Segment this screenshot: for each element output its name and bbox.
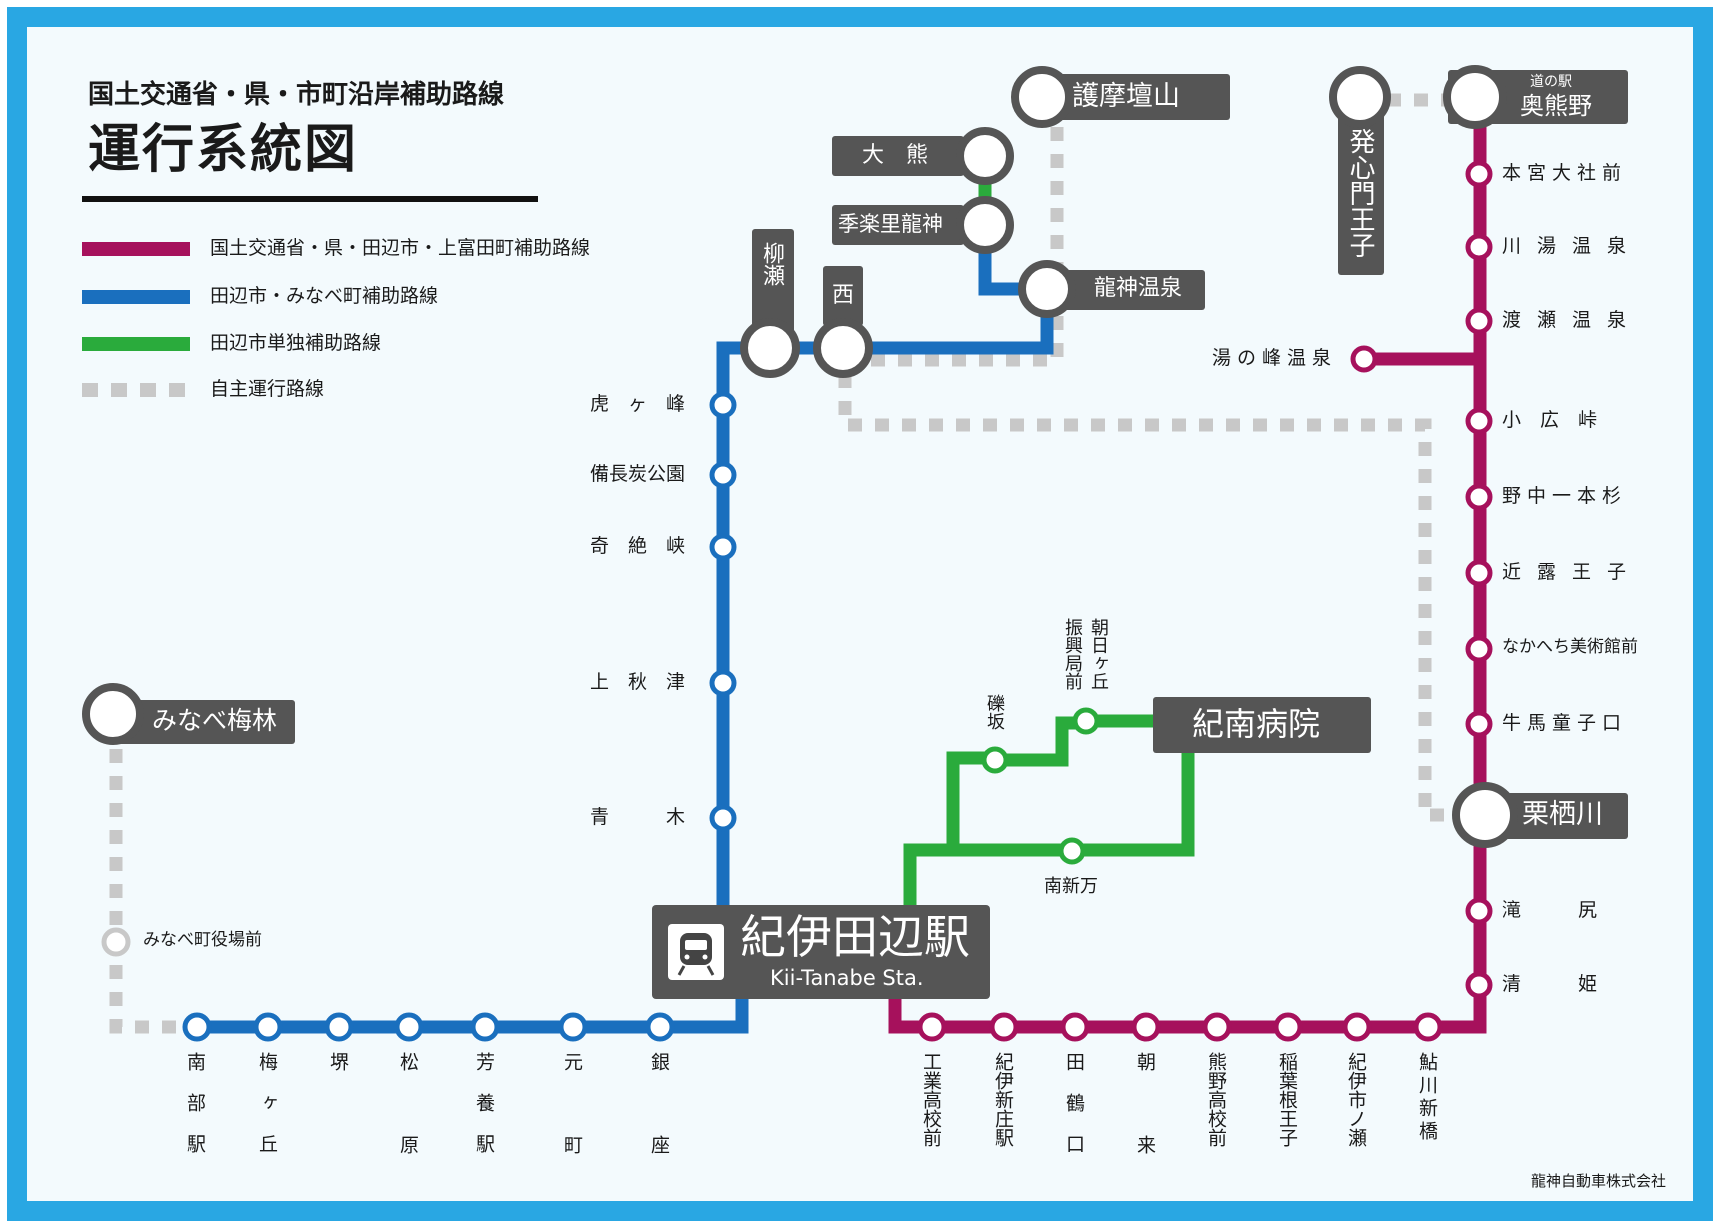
map-title: 運行系統図 xyxy=(88,120,359,180)
stop-binchotan-koen: 備長炭公園 xyxy=(590,463,686,485)
terminal-michinoeki-label: 道の駅 xyxy=(1530,74,1572,90)
terminal-okukumano-label: 奥熊野 xyxy=(1520,92,1592,120)
stop-ginza: 銀座 xyxy=(648,1052,670,1218)
stop-umegaoka: 梅ヶ丘 xyxy=(256,1052,278,1175)
stop-kii-ichinose: 紀伊市ノ瀬 xyxy=(1345,1052,1367,1147)
gray-route-minabe xyxy=(109,722,182,1034)
blue-route-main xyxy=(716,225,1054,907)
stop-motomachi: 元町 xyxy=(561,1052,583,1218)
terminal-marker-kirasato xyxy=(956,196,1014,254)
company-name: 龍神自動車株式会社 xyxy=(1531,1172,1667,1190)
terminal-circles xyxy=(82,65,1518,848)
terminal-hosshinmon-label: 発心門王子 xyxy=(1345,128,1375,258)
green-stop-markers xyxy=(981,707,1100,865)
terminal-kii-tanabe-label: 紀伊田辺駅 xyxy=(740,910,970,964)
stop-sakai: 堺 xyxy=(327,1052,349,1071)
blue-stop-markers xyxy=(182,391,737,1042)
stop-nonaka-ipponsugi: 野中一本杉 xyxy=(1502,485,1628,507)
terminal-kinan-hospital-label: 紀南病院 xyxy=(1192,705,1321,743)
green-route-lower xyxy=(953,726,1195,857)
stop-haya-eki: 芳養駅 xyxy=(473,1052,495,1175)
stop-minabe-yakuba-mae: みなべ町役場前 xyxy=(143,930,262,950)
stop-asahigaoka: 朝日ヶ丘 xyxy=(1088,618,1109,690)
stop-kiyohime: 清 姫 xyxy=(1502,973,1598,995)
stop-wataze-onsen: 渡瀬温泉 xyxy=(1502,309,1643,331)
title-underline xyxy=(82,196,538,202)
terminal-marker-hosshinmon xyxy=(1329,66,1391,128)
stop-gyuba-doji-guchi: 牛馬童子口 xyxy=(1502,712,1628,734)
legend-swatch-blue xyxy=(82,290,190,304)
stop-asso: 朝来 xyxy=(1134,1052,1156,1218)
terminal-nishi-label: 西 xyxy=(832,283,855,308)
stop-chikatsuyu-oji: 近露王子 xyxy=(1502,561,1643,583)
stop-inabane-oji: 稲葉根王子 xyxy=(1276,1052,1298,1147)
magenta-stop-markers xyxy=(917,160,1493,1042)
terminal-marker-okukumano xyxy=(1443,65,1507,129)
legend-label-blue: 田辺市・みなべ町補助路線 xyxy=(210,285,439,307)
stop-shinkokyoku-mae: 振興局前 xyxy=(1062,618,1083,690)
terminal-kii-tanabe-en-label: Kii-Tanabe Sta. xyxy=(770,966,924,990)
terminal-marker-gomadanzan xyxy=(1011,66,1073,128)
legend-label-gray: 自主運行路線 xyxy=(210,378,325,400)
map-subtitle: 国土交通省・県・市町沿岸補助路線 xyxy=(88,80,505,110)
stop-kobiro-toge: 小 広 峠 xyxy=(1502,409,1598,431)
stop-kogyo-koko-mae: 工業高校前 xyxy=(920,1052,942,1147)
stop-nakahechi-museum: なかへち美術館前 xyxy=(1502,637,1638,657)
legend-swatch-magenta xyxy=(82,242,190,256)
stop-yunomine-kawayu: 川湯温泉 xyxy=(1502,235,1643,257)
legend-swatch-green xyxy=(82,337,190,351)
stop-ayukawa-shinbashi: 鮎川新橋 xyxy=(1416,1052,1438,1144)
terminal-marker-nishi xyxy=(813,318,873,378)
stop-isozaka: 礫坂 xyxy=(984,694,1005,730)
stop-aoki: 青 木 xyxy=(590,806,686,828)
terminal-ryujin-onsen-label: 龍神温泉 xyxy=(1094,276,1183,301)
terminal-marker-ryujin-onsen xyxy=(1018,260,1076,318)
train-icon xyxy=(668,924,724,980)
stop-minami-shinman: 南新万 xyxy=(1044,876,1098,897)
terminal-okuma-label: 大 熊 xyxy=(862,143,929,168)
legend-label-magenta: 国土交通省・県・田辺市・上富田町補助路線 xyxy=(210,237,591,259)
terminal-kirasato-label: 季楽里龍神 xyxy=(838,212,943,236)
stop-yunomine-onsen: 湯の峰温泉 xyxy=(1212,347,1338,369)
stop-tazuguchi: 田鶴口 xyxy=(1063,1052,1085,1175)
terminal-kurisugawa-label: 栗栖川 xyxy=(1522,799,1603,830)
stop-kizetsukyo: 奇 絶 峡 xyxy=(590,535,686,557)
stop-matsubara: 松原 xyxy=(397,1052,419,1218)
stop-minabe-eki: 南部駅 xyxy=(184,1052,206,1175)
terminal-marker-kurisugawa xyxy=(1452,782,1518,848)
stop-takijiri: 滝 尻 xyxy=(1502,899,1598,921)
terminal-minabe-bairin-label: みなべ梅林 xyxy=(152,706,278,735)
terminal-marker-okuma xyxy=(956,127,1014,185)
stop-toragamine: 虎 ヶ 峰 xyxy=(590,393,686,415)
legend-label-green: 田辺市単独補助路線 xyxy=(210,332,382,354)
terminal-marker-yanase xyxy=(740,318,800,378)
minabe-yakuba-marker xyxy=(101,927,131,957)
terminal-yanase-label: 柳瀬 xyxy=(759,242,784,286)
terminal-gomadanzan-label: 護摩壇山 xyxy=(1072,81,1180,112)
stop-hongu-taisha-mae: 本宮大社前 xyxy=(1502,162,1628,184)
stop-kumano-koko-mae: 熊野高校前 xyxy=(1205,1052,1227,1147)
stop-kii-shinjo-eki: 紀伊新庄駅 xyxy=(992,1052,1014,1147)
terminal-marker-minabe-bairin xyxy=(82,683,144,745)
stop-kamiakizu: 上 秋 津 xyxy=(590,671,686,693)
